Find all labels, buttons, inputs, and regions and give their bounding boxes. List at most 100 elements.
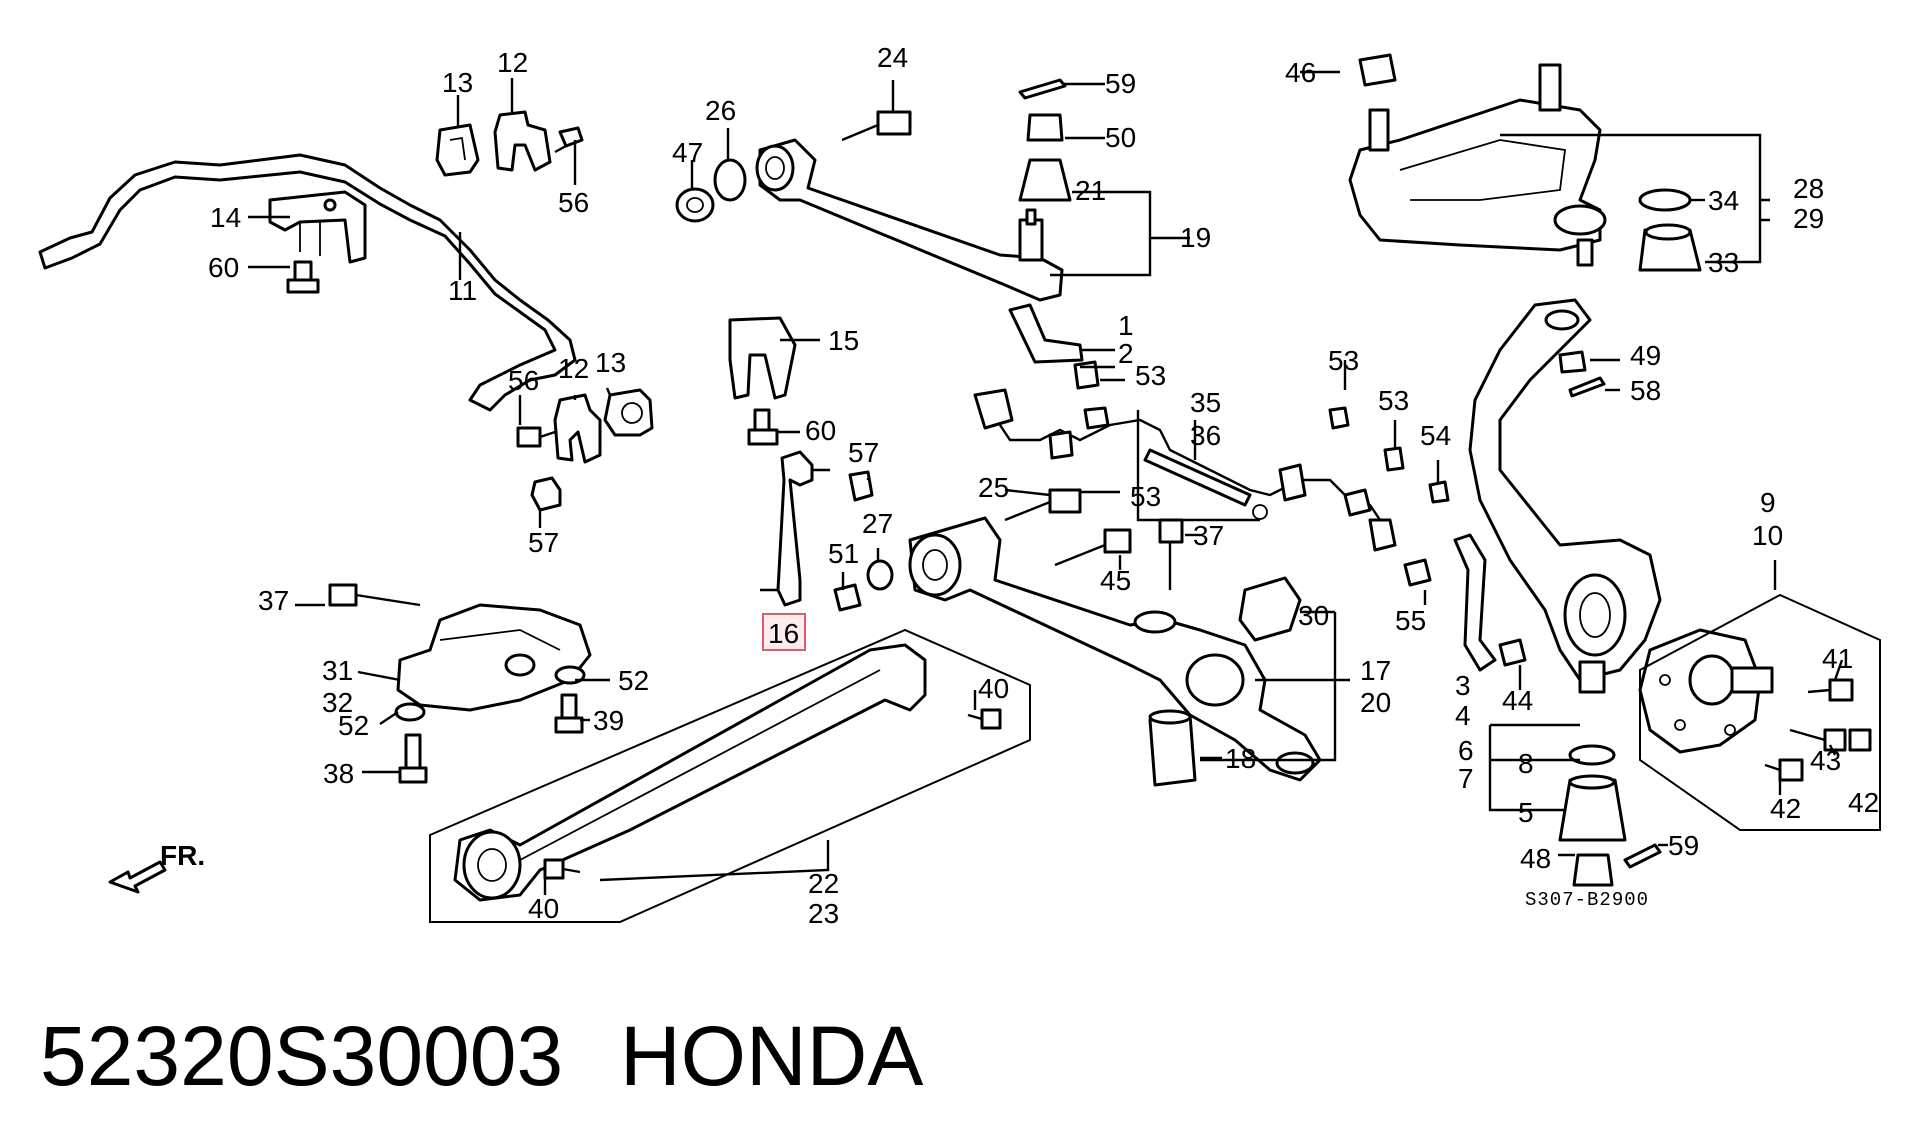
abs-sensor-harness — [973, 388, 1397, 552]
callout-35: 35 — [1190, 387, 1221, 418]
callout-26: 26 — [705, 95, 736, 126]
callout-54: 54 — [1420, 420, 1451, 451]
bolt-24 — [841, 110, 912, 142]
callout-52-right: 52 — [618, 665, 649, 696]
callout-44: 44 — [1502, 685, 1533, 716]
subframe-mount — [396, 603, 592, 712]
callout-25: 25 — [978, 472, 1009, 503]
callout-51: 51 — [828, 538, 859, 569]
callout-59-bottom: 59 — [1668, 830, 1699, 861]
bushing-13-lower — [603, 388, 654, 437]
callout-57-right: 57 — [848, 437, 879, 468]
callout-43: 43 — [1810, 745, 1841, 776]
callout-45: 45 — [1100, 565, 1131, 596]
callout-1: 1 — [1118, 310, 1134, 341]
callout-3: 3 — [1455, 670, 1471, 701]
bolt-25 — [1004, 488, 1082, 522]
hub-bolts — [1764, 678, 1872, 782]
bolt-56-lower — [516, 426, 556, 448]
cap-34 — [1638, 188, 1692, 212]
callout-20: 20 — [1360, 687, 1391, 718]
callout-36: 36 — [1190, 420, 1221, 451]
callout-53-c: 53 — [1328, 345, 1359, 376]
knuckle — [1468, 298, 1662, 694]
callout-7: 7 — [1458, 763, 1474, 794]
nut-57-right — [848, 470, 874, 502]
callout-6: 6 — [1458, 735, 1474, 766]
callout-22: 22 — [808, 868, 839, 899]
callout-29: 29 — [1793, 203, 1824, 234]
leader-lines — [248, 70, 1844, 895]
callout-49: 49 — [1630, 340, 1661, 371]
callout-18: 18 — [1225, 743, 1256, 774]
cotter-pin-59-bottom — [1623, 843, 1662, 869]
callout-53-a: 53 — [1135, 360, 1166, 391]
trailing-arm — [453, 643, 927, 902]
callout-59-top: 59 — [1105, 68, 1136, 99]
callout-40-right: 40 — [978, 673, 1009, 704]
callout-53-d: 53 — [1378, 385, 1409, 416]
nut-51 — [833, 583, 862, 612]
bushing-18 — [1148, 709, 1197, 787]
stabilizer-link — [760, 450, 830, 607]
dust-shield — [1453, 533, 1497, 672]
callout-12-top: 12 — [497, 47, 528, 78]
nut-57-left — [530, 476, 562, 512]
callout-27: 27 — [862, 508, 893, 539]
bolt-56-top — [554, 126, 584, 154]
castle-nut-50 — [1026, 113, 1064, 142]
bolts-53-group — [1073, 360, 1450, 504]
boot-33 — [1638, 223, 1702, 272]
ball-joint-stack — [1558, 744, 1627, 887]
callout-10: 10 — [1752, 520, 1783, 551]
front-direction-arrow: FR. — [108, 840, 205, 894]
compensator-arm — [755, 138, 1064, 302]
callout-17: 17 — [1360, 655, 1391, 686]
cotter-pin-58 — [1568, 376, 1606, 398]
callout-14: 14 — [210, 202, 241, 233]
flange-nut-49 — [1558, 350, 1587, 374]
bushing-13-top — [435, 123, 480, 177]
lower-arm — [908, 516, 1322, 782]
bolt-45 — [1054, 528, 1132, 567]
callout-16[interactable]: 16 — [768, 618, 799, 649]
callout-numbers: 1 2 3 4 5 6 7 8 9 10 11 12 12 13 13 14 1… — [208, 42, 1879, 929]
callout-37-left: 37 — [258, 585, 289, 616]
direction-label: FR. — [160, 840, 205, 871]
callout-39: 39 — [593, 705, 624, 736]
callout-56-top: 56 — [558, 187, 589, 218]
callout-52-left: 52 — [338, 710, 369, 741]
callout-4: 4 — [1455, 700, 1471, 731]
highlight-box-16[interactable] — [762, 613, 806, 651]
stabilizer-bracket-15 — [728, 316, 797, 400]
callout-50: 50 — [1105, 122, 1136, 153]
boot-21 — [1018, 158, 1072, 202]
bushing-holder-12-top — [493, 110, 552, 172]
callout-57-left: 57 — [528, 527, 559, 558]
brand-name: HONDA — [620, 1009, 923, 1103]
brake-hose-bracket-1-2 — [1008, 303, 1084, 364]
bolt-38 — [398, 733, 428, 784]
callout-42-left: 42 — [1770, 793, 1801, 824]
callout-28: 28 — [1793, 173, 1824, 204]
callout-40-left: 40 — [528, 893, 559, 924]
callout-34: 34 — [1708, 185, 1739, 216]
stabilizer-bar — [38, 153, 577, 412]
callout-23: 23 — [808, 898, 839, 929]
callout-13-top: 13 — [442, 67, 473, 98]
assembly-outlines — [429, 593, 1881, 923]
callout-5: 5 — [1518, 797, 1534, 828]
callout-60-right: 60 — [805, 415, 836, 446]
washer-27 — [866, 559, 894, 591]
bolt-37-left — [328, 583, 421, 607]
bolt-37-center — [1158, 518, 1184, 590]
bushing-47 — [675, 187, 715, 223]
callout-32: 32 — [322, 687, 353, 718]
callout-13-lower: 13 — [595, 347, 626, 378]
callout-2: 2 — [1118, 338, 1134, 369]
callout-48: 48 — [1520, 843, 1551, 874]
bolt-60-right — [747, 408, 779, 446]
bolt-55 — [1403, 558, 1432, 587]
callout-47: 47 — [672, 137, 703, 168]
